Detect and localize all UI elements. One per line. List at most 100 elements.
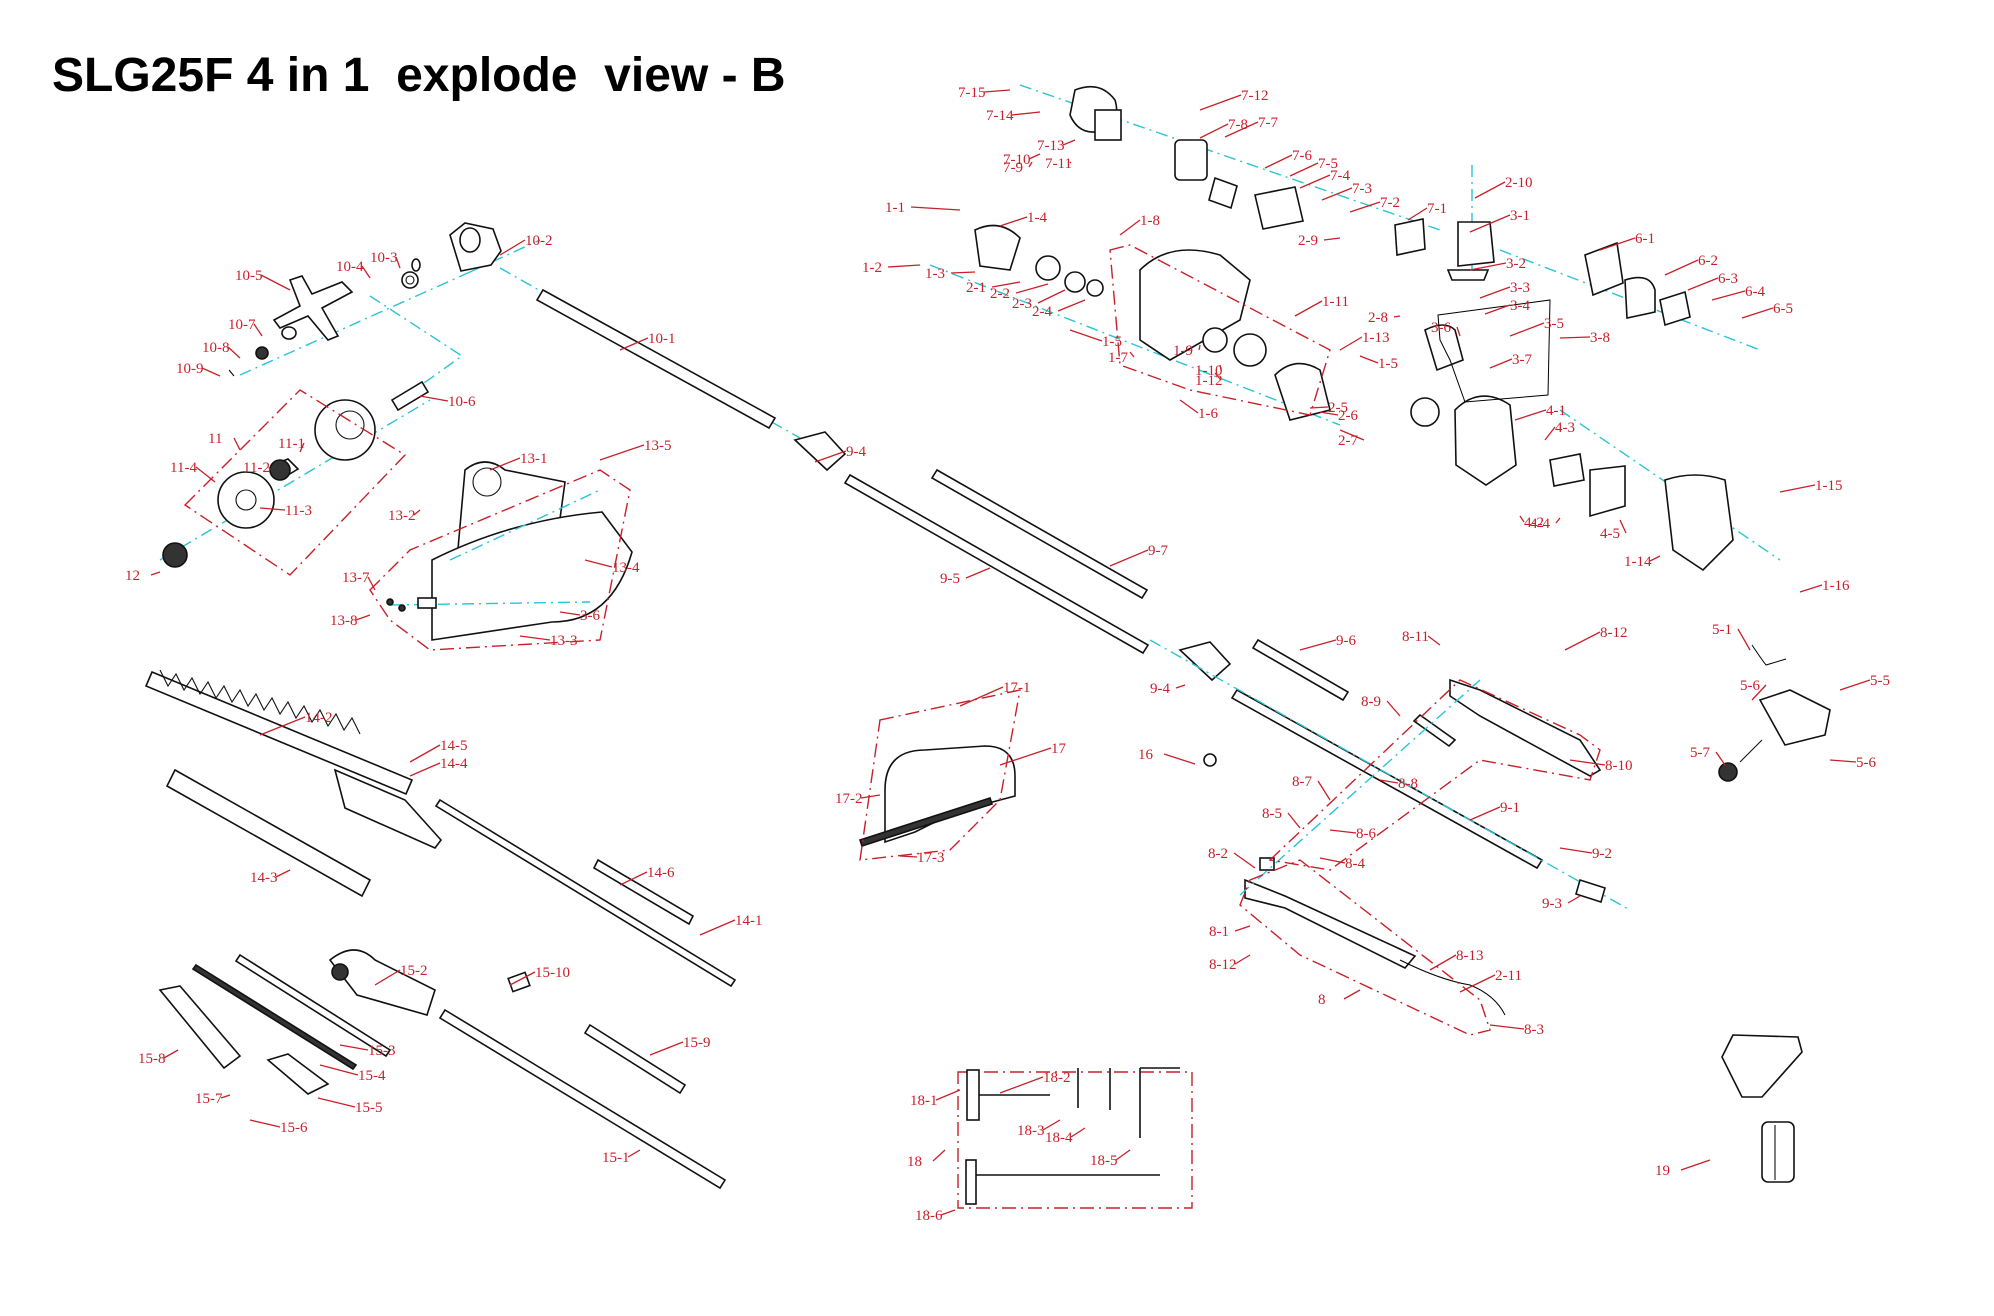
part-label: 4-4: [1530, 516, 1550, 532]
leader-line: [887, 264, 921, 268]
hedge-trimmer-parts: [144, 669, 737, 988]
leader-line: [1544, 426, 1556, 441]
part-label: 15-1: [602, 1150, 630, 1166]
parts-artwork: [144, 84, 1831, 1209]
part-callout-tools: 18-3: [1017, 1119, 1061, 1139]
part-label: 5-1: [1712, 622, 1732, 638]
part-label: 7-15: [958, 85, 986, 101]
leader-line: [999, 747, 1052, 766]
part-callout-brush_cutter: 11-4: [170, 460, 216, 483]
part-callout-brush_cutter: 12: [125, 568, 161, 584]
part-label: 13-5: [644, 438, 672, 454]
part-label: 10-4: [336, 259, 364, 275]
part-callout-engine: 7-13: [1037, 138, 1076, 154]
part-callout-engine: 1-9: [1173, 343, 1201, 359]
part-label: 13-8: [330, 613, 358, 629]
engine-parts: [929, 84, 1781, 572]
part-callout-engine: 3-4: [1484, 298, 1530, 315]
part-label: 11-2: [243, 460, 270, 476]
part-callout-engine: 2-3: [1012, 289, 1066, 312]
part-label: 1-7: [1108, 350, 1128, 366]
leader-line: [374, 969, 401, 986]
leader-line: [649, 1041, 684, 1056]
part-callout-pole_saw: 15-8: [138, 1049, 179, 1067]
part-label: 16: [1138, 747, 1154, 763]
part-label: 1-2: [862, 260, 882, 276]
part-callout-shafts: 9-4: [1150, 681, 1186, 697]
leader-line: [1737, 628, 1751, 651]
part-callout-brush_cutter: 11: [208, 431, 241, 451]
part-label: 9-4: [1150, 681, 1170, 697]
part-label: 17-2: [835, 791, 863, 807]
part-callout-engine: 7-2: [1349, 195, 1400, 213]
leader-line: [1028, 153, 1041, 160]
part-callout-throttle_handle: 8-10: [1569, 758, 1633, 774]
part-label: 2-8: [1368, 310, 1388, 326]
leader-line: [965, 567, 991, 579]
leader-line: [1711, 290, 1746, 301]
part-label: 9-3: [1542, 896, 1562, 912]
part-label: 18-2: [1043, 1070, 1071, 1086]
part-callout-engine: 6-3: [1687, 271, 1738, 291]
part-callout-tools: 18-1: [910, 1089, 961, 1109]
part-label: 1-13: [1362, 330, 1390, 346]
part-label: 7-6: [1292, 148, 1312, 164]
part-label: 2-4: [1032, 304, 1052, 320]
fuel-tank-parts: [1718, 644, 1831, 782]
leader-line: [1264, 154, 1293, 169]
guard-parts: [386, 461, 633, 641]
part-callout-hedge_trimmer: 14-6: [619, 865, 675, 886]
part-callout-engine: 7-9: [1003, 160, 1033, 176]
leader-line: [1429, 954, 1457, 971]
part-label: 2-5: [1328, 400, 1348, 416]
leader-line: [991, 281, 1021, 288]
leader-line: [1469, 806, 1501, 821]
part-callout-fuel_tank: 5-6: [1740, 678, 1767, 701]
shaft-parts: [793, 431, 1631, 911]
leader-line: [910, 206, 961, 211]
part-label: 7-5: [1318, 156, 1338, 172]
leader-line: [1294, 300, 1323, 317]
leader-line: [1514, 409, 1547, 421]
part-label: 15-6: [280, 1120, 308, 1136]
leader-line: [1070, 1127, 1086, 1138]
part-label: 18-1: [910, 1093, 938, 1109]
leader-line: [150, 571, 161, 576]
leader-line: [1456, 326, 1461, 337]
leader-line: [1234, 954, 1251, 965]
leader-line: [1359, 355, 1379, 364]
part-label: 9-5: [940, 571, 960, 587]
leader-line: [509, 971, 536, 986]
part-label: 3-6: [580, 608, 600, 624]
leader-line: [1309, 406, 1329, 409]
part-callout-throttle_handle: 2-11: [1459, 968, 1522, 993]
leader-line: [899, 855, 918, 858]
part-callout-guard: 13-8: [330, 613, 371, 629]
leader-line: [1317, 780, 1331, 801]
part-label: 4-1: [1546, 403, 1566, 419]
tools-parts: [957, 1067, 1193, 1209]
leader-line: [299, 442, 305, 453]
leader-line: [1129, 351, 1135, 358]
leader-line: [1567, 895, 1581, 904]
part-label: 14-5: [440, 738, 468, 754]
part-label: 1-9: [1173, 343, 1193, 359]
part-callout-engine: 7-3: [1321, 181, 1372, 201]
part-callout-fuel_tank: 5-1: [1712, 622, 1751, 651]
leader-line: [1509, 322, 1545, 337]
part-label: 13-1: [520, 451, 548, 467]
diagram-title: SLG25F 4 in 1 explode view - B: [52, 49, 786, 102]
leader-line: [317, 1097, 356, 1108]
part-callout-guard: 13-3: [519, 633, 578, 649]
part-callout-engine: 7-14: [986, 108, 1041, 124]
part-label: 2-7: [1338, 433, 1358, 449]
part-label: 2-6: [1338, 408, 1358, 424]
part-callout-pole_saw: 15-5: [317, 1097, 383, 1116]
leader-line: [959, 686, 1004, 707]
part-label: 8-8: [1398, 776, 1418, 792]
leader-line: [195, 466, 216, 483]
leader-line: [1779, 484, 1816, 493]
leader-line: [163, 1049, 179, 1059]
leader-line: [519, 635, 551, 641]
part-callout-engine: 1-4: [999, 210, 1047, 227]
